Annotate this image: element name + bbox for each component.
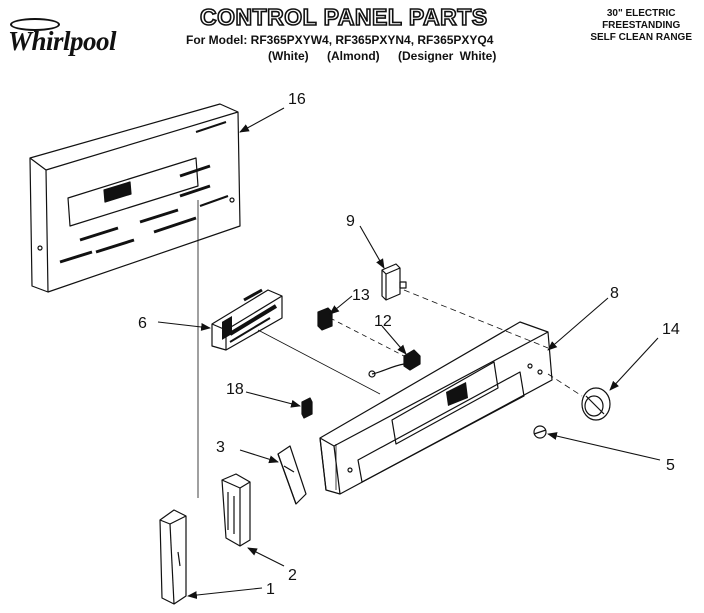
brand-name: Whirlpool xyxy=(8,26,117,56)
model-numbers: For Model: RF365PXYW4, RF365PXYN4, RF365… xyxy=(186,33,494,47)
callout-16: 16 xyxy=(288,91,306,108)
logo-swoosh-icon xyxy=(10,18,60,31)
part-9-switch xyxy=(381,263,549,349)
callout-5: 5 xyxy=(666,457,675,474)
part-12-wire-harness xyxy=(368,349,421,378)
part-13-terminal xyxy=(317,307,405,357)
callout-13: 13 xyxy=(352,287,370,304)
callout-8: 8 xyxy=(610,285,619,302)
page-title: CONTROL PANEL PARTS xyxy=(199,3,488,31)
callout-numbers: 16 6 9 13 12 8 14 18 3 5 2 1 xyxy=(138,91,680,598)
range-desc-line: FREESTANDING xyxy=(602,20,681,31)
leader-lines xyxy=(157,107,661,599)
whirlpool-logo: Whirlpool xyxy=(8,14,138,58)
part-14-knob xyxy=(547,373,611,421)
callout-18: 18 xyxy=(226,381,244,398)
range-desc-line: 30" ELECTRIC xyxy=(606,8,676,19)
callout-6: 6 xyxy=(138,315,147,332)
callout-12: 12 xyxy=(374,313,392,330)
callout-3: 3 xyxy=(216,439,225,456)
callout-2: 2 xyxy=(288,567,297,584)
range-description: 30" ELECTRIC FREESTANDING SELF CLEAN RAN… xyxy=(590,8,692,44)
part-16-rear-panel xyxy=(29,103,241,498)
callout-1: 1 xyxy=(266,581,275,598)
part-3-bracket xyxy=(277,445,307,505)
callout-9: 9 xyxy=(346,213,355,230)
range-desc-line: SELF CLEAN RANGE xyxy=(590,32,692,43)
part-18-clip xyxy=(301,397,313,419)
part-8-control-panel xyxy=(319,321,553,495)
model-colors: (White) (Almond) (Designer White) xyxy=(268,49,508,63)
color-almond: (Almond) xyxy=(327,49,380,63)
part-5-spacer xyxy=(533,425,547,439)
part-2-side-bracket xyxy=(221,473,251,547)
color-designer-white: (Designer White) xyxy=(398,49,497,63)
color-white: (White) xyxy=(268,49,309,63)
callout-14: 14 xyxy=(662,321,680,338)
part-1-side-trim xyxy=(159,509,187,605)
part-6-clock-module xyxy=(211,288,381,395)
